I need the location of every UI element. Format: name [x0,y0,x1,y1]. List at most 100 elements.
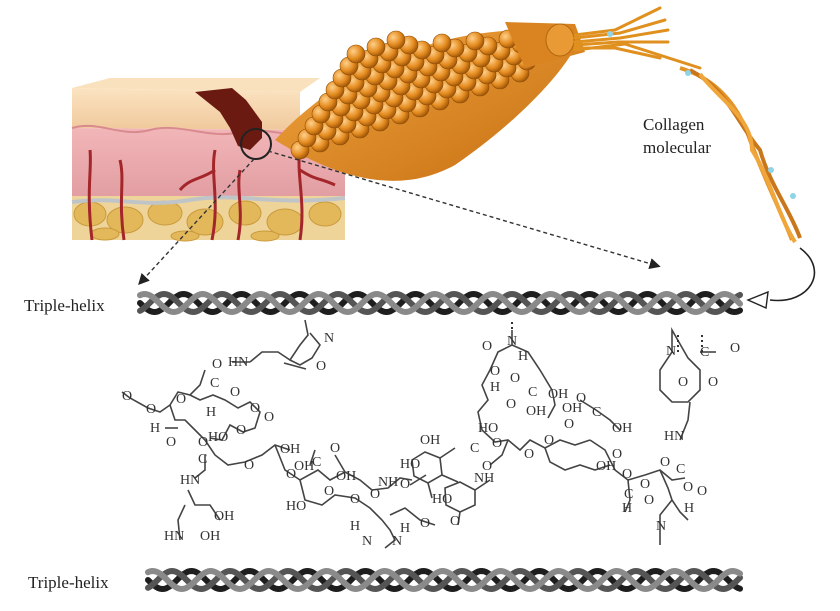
atom-label: N [507,334,517,349]
atom-label: H [350,519,360,534]
atom-label: OH [214,509,234,524]
helix-strand [145,567,743,593]
atom-label: O [244,458,254,473]
triple-helix-top [137,290,743,316]
fibril-cross-section [386,30,406,50]
atom-label: OH [280,442,300,457]
atom-label: O [166,435,176,450]
magnify-circle [240,128,272,160]
collagen-molecule-fiber [679,66,816,310]
atom-label: O [198,435,208,450]
fibril-cross-section [465,31,485,51]
atom-label: C [624,487,633,502]
atom-label: H [622,501,632,516]
atom-label: O [286,467,296,482]
atom-label: O [730,341,740,356]
atom-label: OH [420,433,440,448]
atom-label: O [324,484,334,499]
atom-label: O [640,477,650,492]
atom-label: O [492,436,502,451]
atom-label: O [264,410,274,425]
atom-label: OH [548,387,568,402]
atom-label: N [324,331,334,346]
atom-label: O [176,392,186,407]
atom-label: O [250,401,260,416]
atom-label: OH [526,404,546,419]
atom-label: HN [664,429,684,444]
atom-label: OH [294,459,314,474]
atom-label: O [236,423,246,438]
atom-label: C [700,345,709,360]
fibril-cross-section [432,33,452,53]
atom-label: HO [432,492,452,507]
atom-label: O [490,364,500,379]
atom-label: O [482,339,492,354]
atom-label: OH [562,401,582,416]
atom-label: O [482,459,492,474]
helix-strand [137,290,743,316]
collagen-label-line2: molecular [643,138,711,157]
atom-label: HN [180,473,200,488]
fibril-cross-section [346,44,366,64]
atom-label: HO [400,457,420,472]
atom-label: C [210,376,219,391]
atom-label: O [708,375,718,390]
atom-label: O [212,357,222,372]
atom-label: N [362,534,372,549]
atom-label: C [198,452,207,467]
fibril-cross-section [366,37,386,57]
atom-label: H [206,405,216,420]
atom-label: HO [286,499,306,514]
atom-label: O [660,455,670,470]
atom-label: H [400,521,410,536]
atom-label: C [592,405,601,420]
atom-label: OH [596,459,616,474]
atom-label: O [330,441,340,456]
atom-label: N [656,519,666,534]
atom-label: O [400,477,410,492]
atom-label: O [644,493,654,508]
atom-label: O [544,433,554,448]
triple-helix-label-top: Triple-helix [24,296,105,315]
atom-label: HN [228,355,248,370]
atom-label: O [697,484,707,499]
atom-label: HO [478,421,498,436]
atom-label: NH [474,471,494,486]
atom-label: HO [208,430,228,445]
collagen-label-line1: Collagen [643,115,705,134]
atom-label: O [370,487,380,502]
zoom-arrow-left [138,158,255,286]
triple-helix-bottom [145,567,743,593]
atom-label: O [230,385,240,400]
atom-label: O [122,389,132,404]
zoom-arrow-right [267,150,661,269]
atom-label: O [683,480,693,495]
atom-label: C [528,385,537,400]
atom-label: HN [164,529,184,544]
atom-label: O [146,402,156,417]
atom-label: OH [612,421,632,436]
atom-label: H [684,501,694,516]
atom-label: O [612,447,622,462]
atom-label: NH [378,475,398,490]
atom-label: O [350,492,360,507]
atom-label: O [316,359,326,374]
atom-label: H [518,349,528,364]
triple-helix-label-bottom: Triple-helix [28,573,109,592]
atom-label: C [470,441,479,456]
atom-label: O [524,447,534,462]
collagen-fiber-bundle [275,6,702,181]
atom-label: O [450,514,460,529]
atom-label: H [490,380,500,395]
atom-label: O [510,371,520,386]
atom-label: O [564,417,574,432]
atom-label: C [676,462,685,477]
atom-label: OH [336,469,356,484]
atom-label: N [666,344,676,359]
atom-label: O [506,397,516,412]
atom-label: N [392,534,402,549]
atom-label: O [678,375,688,390]
atom-label: C [312,455,321,470]
